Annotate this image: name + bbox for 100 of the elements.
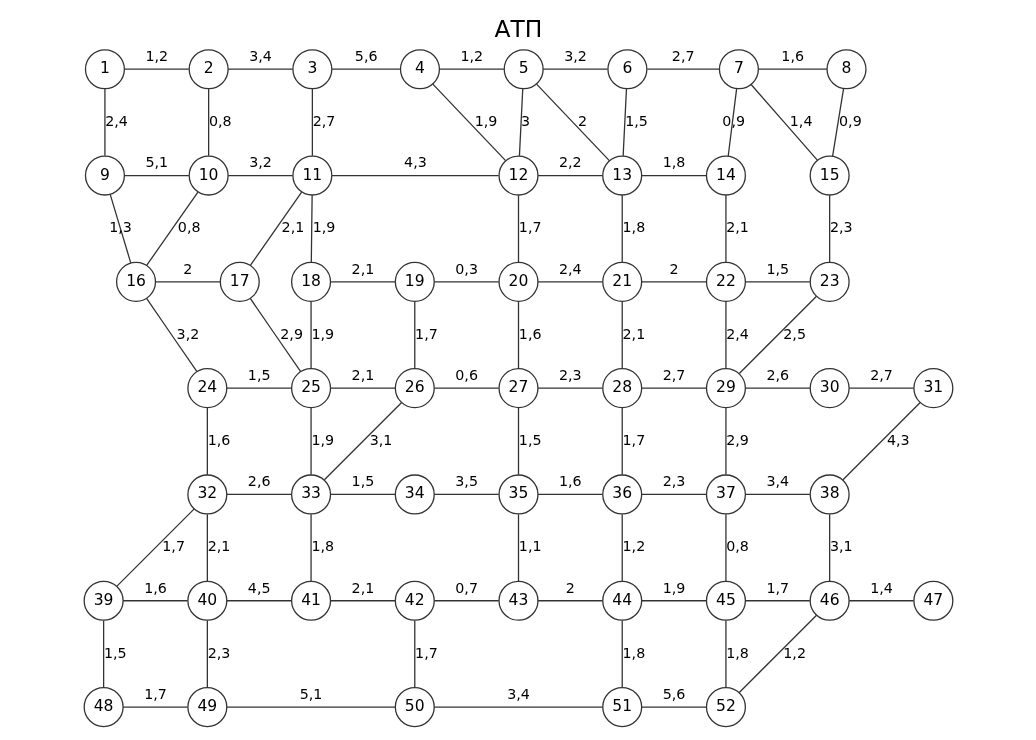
node-circle: 38 [809, 474, 850, 515]
edge-label: 2,1 [622, 325, 645, 342]
edge-label: 2,1 [351, 367, 374, 384]
node-circle: 2 [188, 49, 229, 90]
connector [724, 619, 727, 689]
node-circle: 14 [705, 155, 746, 196]
edge-label: 0,3 [454, 260, 478, 277]
connector [329, 493, 396, 496]
node-circle: 31 [912, 368, 953, 409]
connector [536, 174, 603, 177]
node-circle: 28 [601, 368, 642, 409]
edge-label: 1,7 [414, 644, 438, 661]
connector [331, 174, 499, 177]
node-circle: 9 [84, 155, 125, 196]
node-circle: 35 [497, 474, 539, 515]
node-circle: 22 [705, 261, 746, 302]
connector [724, 407, 727, 476]
edge-label: 3,4 [765, 473, 789, 490]
edge-label: 1,5 [103, 644, 127, 661]
node-circle: 25 [290, 368, 331, 409]
node-circle: 32 [186, 474, 227, 515]
edge-label: 1,1 [518, 538, 541, 555]
connector [621, 513, 623, 582]
edge-label: 1,9 [662, 579, 685, 596]
node-circle: 20 [497, 261, 539, 302]
edge-label: 2,9 [279, 325, 303, 342]
edge-label: 3,1 [369, 431, 392, 448]
connector [536, 600, 603, 602]
edge-label: 1,7 [161, 538, 185, 555]
edge-label: 1,2 [144, 48, 168, 65]
node-circle: 50 [394, 687, 435, 728]
node-circle: 8 [825, 49, 867, 90]
node-circle: 44 [601, 580, 642, 621]
connector [640, 493, 707, 496]
connector [123, 68, 190, 70]
node-circle: 49 [186, 687, 227, 728]
edge-label: 1,4 [789, 113, 812, 130]
edge-label: 1,8 [622, 644, 645, 661]
connector [103, 88, 106, 157]
edge-label: 4,3 [403, 154, 427, 171]
connector [517, 301, 519, 370]
connector [309, 407, 312, 476]
connector [309, 301, 312, 370]
edge-label: 3 [520, 113, 530, 130]
edge-label: 1,6 [143, 579, 167, 596]
edge-label: 3,1 [829, 538, 853, 555]
node-circle: 5 [503, 49, 544, 90]
edge-label: 2,1 [725, 219, 749, 236]
connector [438, 68, 505, 70]
node-circle: 39 [83, 580, 124, 621]
connector [433, 706, 603, 708]
edge-label: 2,6 [247, 473, 271, 490]
edge-label: 1,9 [310, 325, 334, 342]
edge-label: 1,7 [622, 431, 645, 448]
connector [122, 600, 188, 602]
edge-label: 0,9 [838, 113, 862, 130]
connector [431, 83, 506, 162]
edge-label: 2 [182, 260, 192, 277]
edge-label: 0,6 [454, 367, 478, 384]
edge-label: 2,3 [558, 367, 582, 384]
connector [724, 194, 727, 263]
edge-label: 0,8 [725, 538, 749, 555]
edge-label: 2 [669, 260, 679, 277]
connector [206, 407, 208, 476]
edge-label: 1,4 [869, 579, 893, 596]
edge-label: 3,2 [563, 48, 587, 65]
edge-label: 1,5 [518, 431, 541, 448]
connector [102, 619, 104, 689]
connector [311, 88, 313, 157]
node-circle: 43 [497, 580, 539, 621]
connector [329, 281, 396, 283]
diagram-title: АТП [494, 15, 542, 44]
connector [848, 600, 914, 602]
edge-label: 1,9 [312, 219, 335, 236]
node-circle: 42 [394, 580, 435, 621]
node-circle: 47 [912, 580, 953, 621]
connector [433, 387, 499, 389]
edge-label: 5,1 [144, 154, 168, 171]
connector [621, 194, 623, 263]
connector [744, 281, 811, 283]
edge-label: 1,8 [662, 154, 685, 171]
node-circle: 37 [705, 474, 746, 515]
connector [542, 68, 608, 70]
connector [848, 387, 914, 389]
connector [225, 493, 292, 496]
node-circle: 21 [601, 261, 642, 302]
connector [535, 83, 610, 162]
connector [309, 513, 312, 582]
node-circle: 48 [83, 687, 124, 728]
edge-label: 1,6 [558, 473, 582, 490]
edge-label: 5,6 [354, 48, 377, 65]
node-circle: 12 [497, 155, 539, 196]
connector [323, 401, 402, 481]
edge-label: 5,6 [662, 686, 685, 703]
connector [518, 88, 523, 157]
connector [831, 87, 844, 157]
node-circle: 18 [290, 261, 331, 302]
edge-label: 4,3 [886, 431, 910, 448]
node-circle: 26 [394, 368, 435, 409]
edge-label: 3,4 [248, 48, 272, 65]
